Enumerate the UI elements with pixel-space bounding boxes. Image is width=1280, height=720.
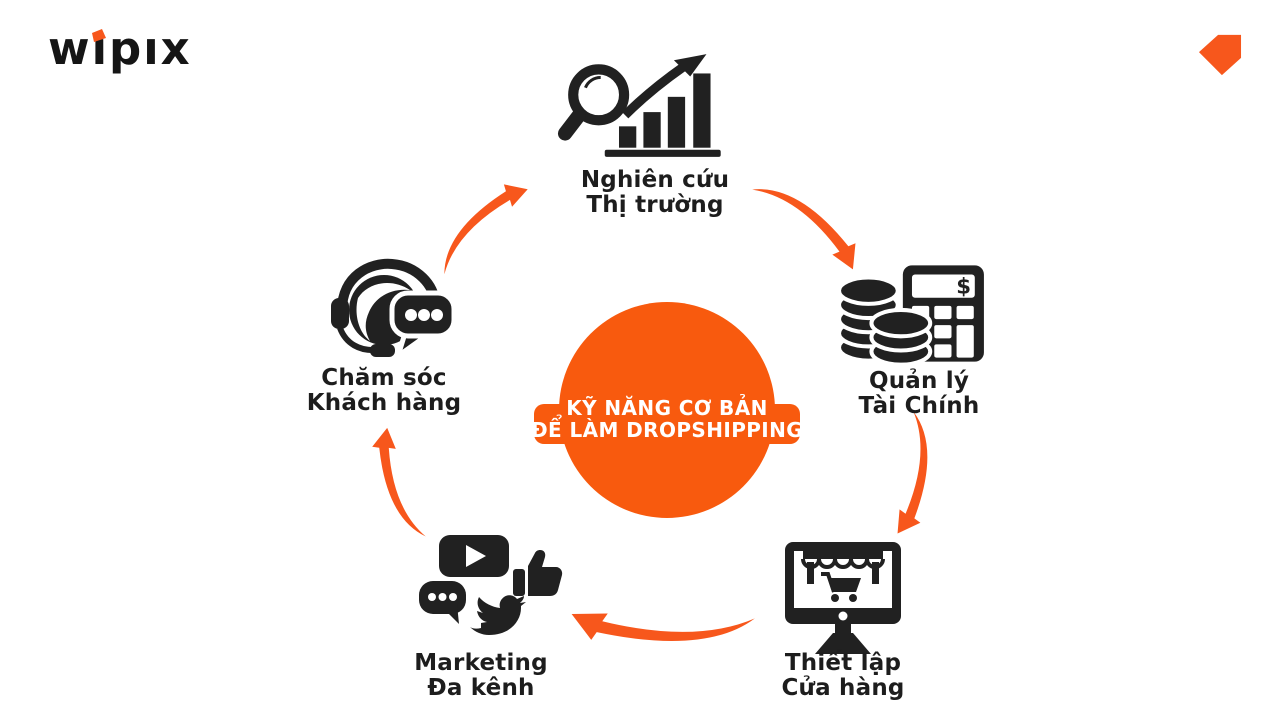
coin-stack-right [869,307,933,367]
center-title-line2: ĐỂ LÀM DROPSHIPPING [530,418,804,442]
youtube-play-icon [439,535,509,577]
flow-arrow-store-to-marketing [571,613,755,641]
logo-text-right: pıx [109,22,192,75]
chat-bubble-icon [419,581,466,624]
label-store-setup: Thiết lập Cửa hàng [733,651,953,701]
corner-arrow-icon [1198,34,1242,76]
label-market-research: Nghiên cứu Thị trường [545,168,765,218]
magnifier-bar-chart-icon [557,54,721,157]
dollar-symbol: $ [956,275,971,300]
center-title: KỸ NĂNG CƠ BẢN ĐỂ LÀM DROPSHIPPING [520,397,814,441]
label-line: Thị trường [586,192,724,218]
coins-calculator-icon: $ [836,265,984,367]
flow-arrow-research-to-finance [752,189,856,270]
label-marketing: Marketing Đa kênh [371,651,591,701]
logo-accent-dot-icon [92,29,106,42]
flow-arrow-marketing-to-care [372,427,426,537]
wipix-logo: wıpıx [48,26,192,71]
label-line: Đa kênh [427,675,535,701]
label-line: Chăm sóc [321,365,447,391]
thumbs-up-icon [513,550,563,596]
headset-support-chat-icon [331,258,457,363]
social-media-cluster-icon [419,535,563,635]
label-customer-care: Chăm sóc Khách hàng [274,366,494,416]
label-line: Nghiên cứu [580,167,730,193]
flow-arrow-care-to-research [444,184,528,275]
label-line: Cửa hàng [781,675,905,701]
flow-arrow-finance-to-store [897,411,928,534]
label-line: Quản lý [868,368,970,394]
label-line: Marketing [414,650,548,676]
center-title-line1: KỸ NĂNG CƠ BẢN [566,396,768,420]
label-finance: Quản lý Tài Chính [809,369,1029,419]
label-line: Tài Chính [858,393,980,419]
label-line: Thiết lập [784,650,902,676]
label-line: Khách hàng [306,390,462,416]
monitor-storefront-cart-icon [785,542,901,654]
twitter-bird-icon [470,595,526,635]
center-circle [559,302,775,518]
